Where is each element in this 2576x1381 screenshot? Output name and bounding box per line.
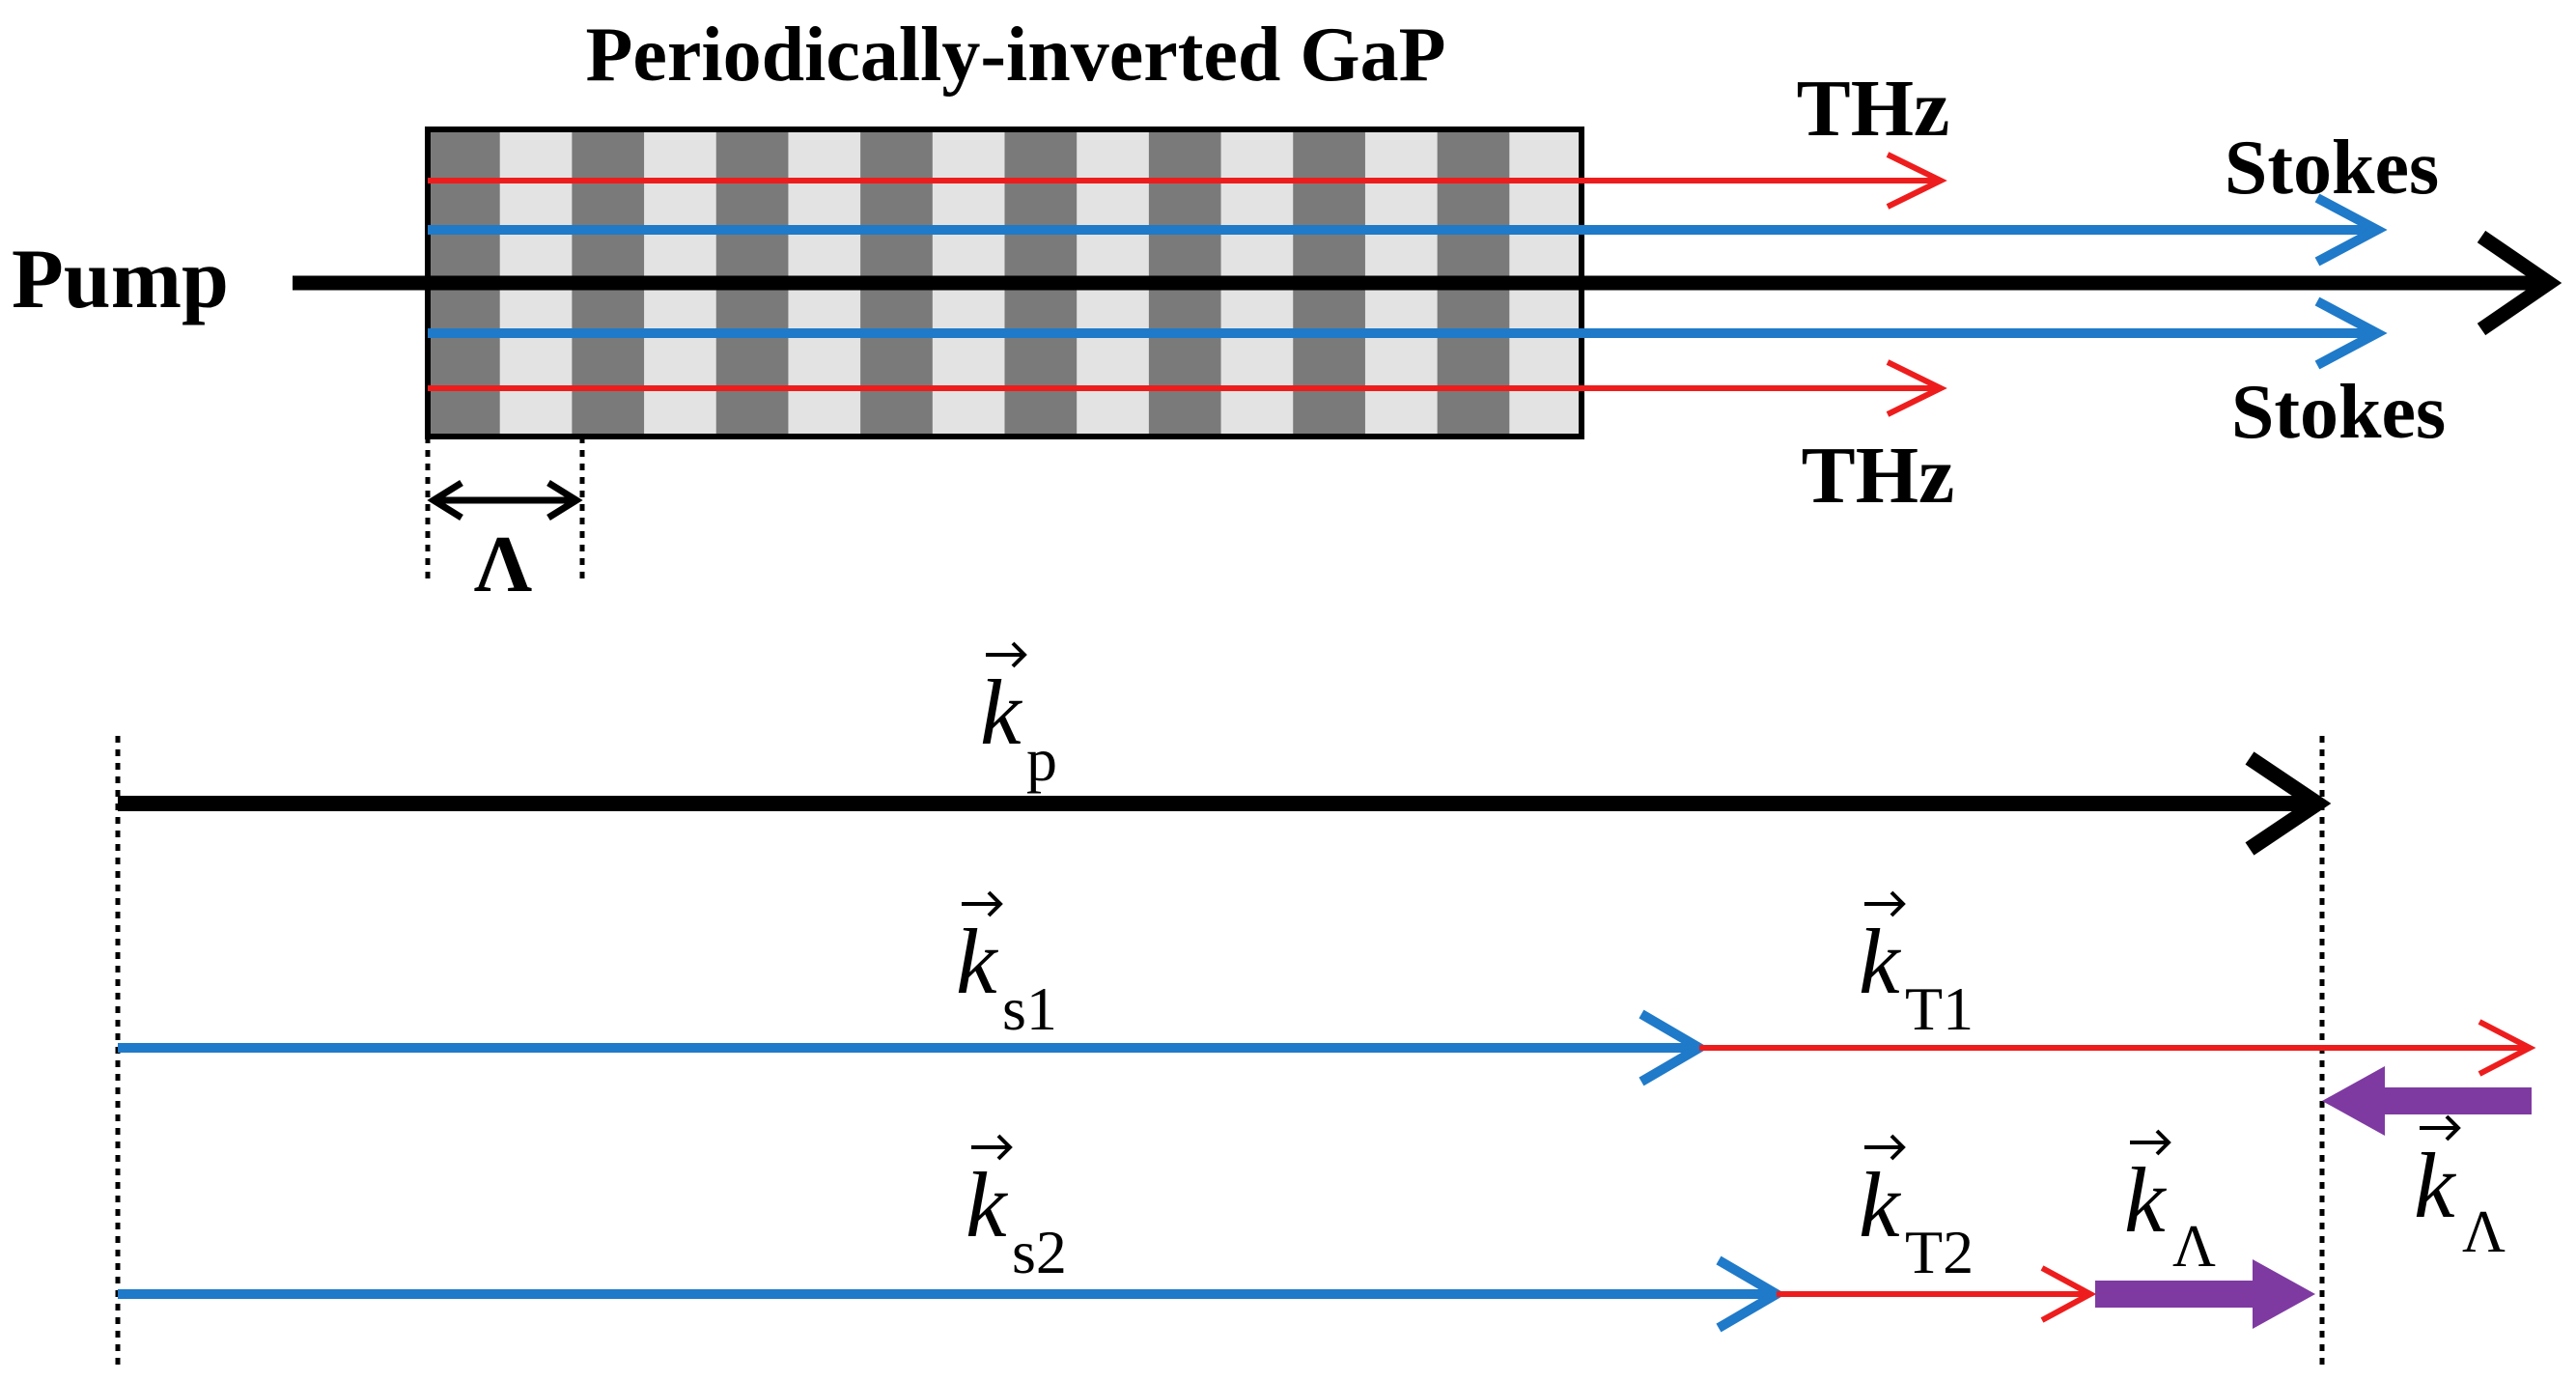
ks1-symbol: k (956, 910, 999, 1013)
kT1-symbol: k (1859, 910, 1902, 1013)
ks2-symbol: k (966, 1153, 1009, 1256)
vector-overarrow (2420, 1114, 2461, 1141)
kT2-subscript: T2 (1905, 1218, 1974, 1286)
thz-arrowhead-upper (1886, 152, 1947, 210)
ks2-subscript: s2 (1012, 1218, 1067, 1286)
kL-fwd-vector (2095, 1281, 2259, 1308)
thz-label-bottom: THz (1802, 431, 1955, 521)
kL-back-arrowhead (2322, 1066, 2385, 1136)
kL-back-subscript: Λ (2462, 1199, 2506, 1265)
pump-arrowhead (2477, 230, 2562, 336)
vector-labels: k p k s1 k T1 k s2 k T2 k Λ (956, 641, 2506, 1286)
kT1-arrowhead (2478, 1019, 2536, 1077)
vector-overarrow (962, 890, 1003, 917)
kp-symbol: k (980, 661, 1023, 764)
kT1-subscript: T1 (1905, 974, 1974, 1043)
kL-fwd-arrowhead (2253, 1259, 2315, 1329)
thz-label-top: THz (1797, 64, 1950, 154)
beams (293, 152, 2562, 417)
stokes-arrowhead-upper (2314, 193, 2388, 267)
kL-fwd-symbol: k (2124, 1148, 2168, 1252)
vector-overarrow (971, 1134, 1013, 1161)
thz-arrowhead-lower (1886, 359, 1947, 417)
vector-overarrow (1864, 890, 1906, 917)
period-arrowhead-left (427, 480, 463, 521)
kL-fwd-label: k Λ (2124, 1129, 2216, 1280)
kT1-label: k T1 (1859, 890, 1974, 1043)
stokes-arrowhead-lower (2314, 296, 2388, 370)
period-arrowhead-right (546, 480, 583, 521)
kL-back-symbol: k (2414, 1134, 2457, 1237)
period-indicator: Λ (425, 437, 585, 609)
ks1-label: k s1 (956, 890, 1057, 1043)
period-label: Λ (474, 520, 532, 609)
crystal-title: Periodically-inverted GaP (586, 13, 1446, 98)
stokes-label-bottom: Stokes (2231, 370, 2446, 455)
wavevector-diagram (115, 736, 2536, 1371)
kL-back-label: k Λ (2414, 1114, 2506, 1265)
kL-back-vector (2377, 1087, 2532, 1114)
kT2-label: k T2 (1859, 1134, 1974, 1286)
vector-overarrow (2130, 1129, 2171, 1156)
vector-overarrow (986, 641, 1027, 668)
stokes-label-top: Stokes (2225, 126, 2439, 211)
vector-overarrow (1864, 1134, 1906, 1161)
kp-label: k p (980, 641, 1057, 794)
pump-label: Pump (12, 233, 229, 326)
ks2-label: k s2 (966, 1134, 1067, 1286)
ks1-subscript: s1 (1002, 974, 1057, 1043)
kL-fwd-subscript: Λ (2172, 1214, 2216, 1280)
kp-subscript: p (1026, 725, 1057, 794)
kT2-symbol: k (1859, 1153, 1902, 1256)
kp-arrowhead (2245, 751, 2332, 856)
kT2-arrowhead (2040, 1265, 2097, 1323)
